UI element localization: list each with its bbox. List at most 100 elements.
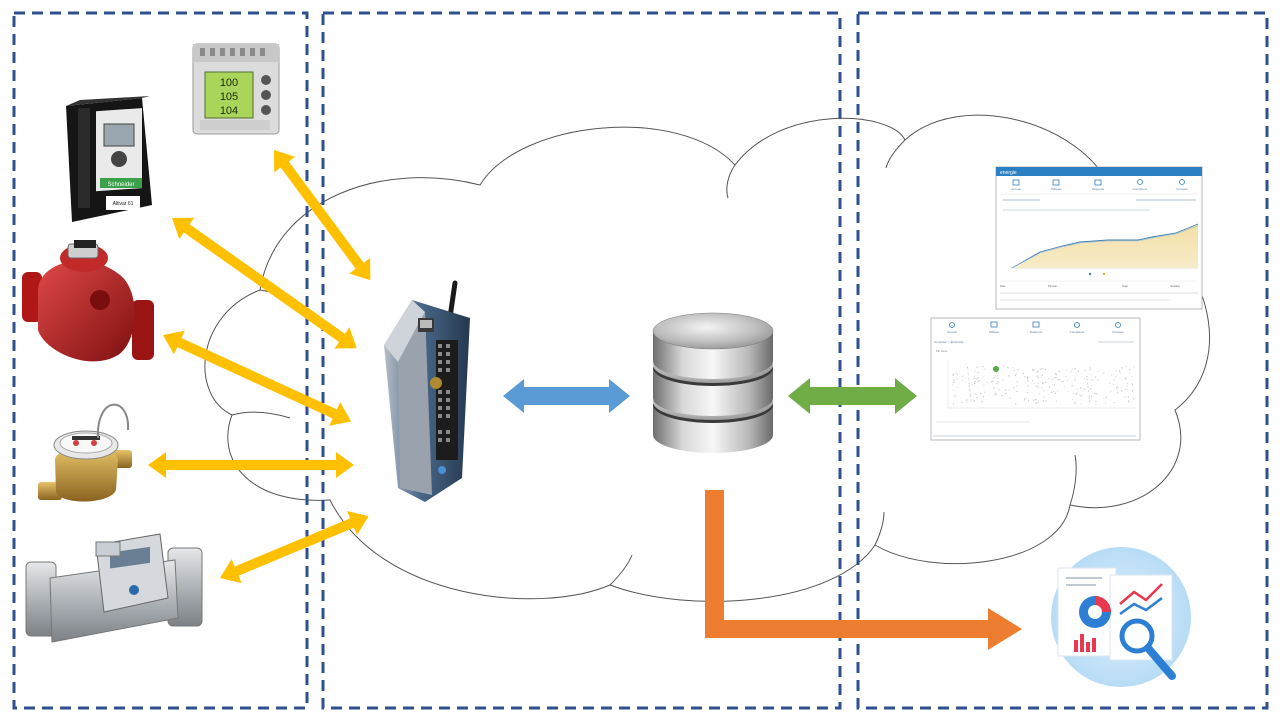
scatter-dot — [1035, 402, 1037, 404]
scatter-dot — [997, 371, 999, 373]
scatter-dot — [1015, 403, 1017, 405]
scatter-dot — [1125, 378, 1127, 380]
scatter-dot — [969, 388, 971, 390]
scatter-dot — [1054, 377, 1056, 379]
arrow-drive-gateway — [172, 217, 357, 349]
scatter-dot — [1037, 382, 1039, 384]
scatter-dot — [1124, 388, 1126, 390]
scatter-dot — [980, 392, 982, 395]
scatter-dot — [1066, 380, 1068, 382]
scatter-nav-4: Groupes — [1112, 330, 1124, 334]
scatter-nav-0: Accueil — [947, 330, 957, 334]
scatter-dot — [1065, 369, 1067, 371]
scatter-dot — [976, 397, 978, 399]
scatter-dot — [994, 391, 996, 393]
meter-reading-3: 104 — [220, 105, 238, 117]
scatter-dot — [1037, 401, 1039, 403]
scatter-dot — [968, 379, 970, 381]
scatter-dot — [1071, 385, 1073, 387]
scatter-dot — [1116, 387, 1118, 389]
scatter-dot — [1103, 372, 1105, 374]
scatter-dot — [1086, 378, 1088, 380]
scatter-dot — [1086, 376, 1088, 378]
scatter-dot — [953, 394, 955, 396]
zone-reporting — [856, 11, 1269, 710]
scatter-dot — [994, 394, 996, 396]
scatter-dot — [956, 374, 958, 376]
water-meter-device — [38, 403, 132, 502]
scatter-dot — [1032, 380, 1034, 382]
scatter-dot — [1087, 386, 1089, 388]
scatter-dot — [982, 396, 985, 398]
scatter-dot — [1090, 388, 1092, 390]
dashboard-footer: Date Période Total Variation — [1000, 284, 1181, 288]
scatter-dot — [1016, 381, 1019, 383]
scatter-dot — [1089, 368, 1091, 370]
scatter-dot — [967, 374, 969, 376]
scatter-dot — [973, 400, 976, 402]
scatter-dot — [1095, 403, 1097, 405]
scatter-dot — [953, 381, 955, 383]
scatter-dot — [1054, 384, 1056, 386]
arrow-database-dashboard — [788, 378, 917, 414]
scatter-dot — [1057, 378, 1059, 381]
scatter-dot — [1117, 386, 1119, 388]
scatter-dot — [1040, 376, 1042, 378]
scatter-dot — [1127, 396, 1129, 398]
scatter-dot — [975, 393, 977, 395]
scatter-dot — [1103, 398, 1105, 400]
scatter-dot — [1119, 369, 1121, 371]
scatter-dot — [1037, 386, 1039, 388]
scatter-marker-icon — [993, 366, 1000, 380]
scatter-dot — [964, 381, 966, 384]
scatter-dot — [1027, 400, 1030, 402]
scatter-dot — [1128, 400, 1130, 402]
dashboard-nav-4: Groupes — [1176, 187, 1188, 191]
scatter-dot — [961, 401, 963, 403]
field-arrows — [148, 150, 371, 584]
scatter-nav-2: Rapports — [1030, 330, 1043, 334]
scatter-dot — [1116, 392, 1119, 394]
scatter-dot — [983, 384, 985, 386]
scatter-dot — [1014, 374, 1016, 376]
scatter-dot — [1133, 398, 1135, 400]
scatter-dot — [1050, 391, 1053, 393]
scatter-dot — [970, 399, 972, 401]
scatter-dot — [972, 378, 974, 380]
scatter-dot — [1074, 376, 1076, 378]
scatter-dot — [1022, 373, 1024, 375]
meter-reading-2: 105 — [220, 91, 238, 103]
scatter-dot — [1074, 379, 1076, 381]
zone-field-devices — [12, 11, 309, 710]
scatter-dot — [1124, 366, 1127, 368]
scatter-dot — [1097, 379, 1099, 381]
scatter-dot — [1042, 381, 1044, 384]
scatter-dot — [984, 368, 986, 370]
scatter-dot — [1015, 385, 1017, 387]
dashboard-nav-0: Accueil — [1011, 187, 1021, 191]
drive-brand-label: Schneider — [107, 182, 134, 188]
dashboard-footer-2: Total — [1122, 284, 1128, 288]
scatter-dot — [1055, 374, 1057, 376]
scatter-dot — [1027, 384, 1029, 387]
scatter-dot — [1032, 399, 1034, 401]
scatter-dot — [1084, 369, 1086, 372]
scatter-dot — [986, 381, 988, 384]
scatter-dot — [1015, 373, 1017, 375]
scatter-dot — [976, 366, 978, 368]
scatter-dot — [992, 380, 994, 382]
scatter-dot — [1040, 368, 1043, 370]
scatter-dot — [1121, 367, 1123, 369]
scatter-dot — [997, 381, 999, 383]
scatter-dot — [1131, 376, 1133, 378]
dashboard-area-chart — [1010, 223, 1199, 269]
scatter-dot — [1080, 403, 1082, 405]
scatter-dot — [1133, 366, 1135, 368]
scatter-dot — [1061, 381, 1063, 383]
scatter-dot — [1013, 370, 1016, 372]
scatter-dot — [1063, 386, 1065, 388]
scatter-dot — [1034, 382, 1036, 384]
scatter-dot — [1041, 368, 1044, 370]
ultrasonic-flow-meter-device — [25, 533, 203, 643]
scatter-dot — [952, 389, 954, 391]
